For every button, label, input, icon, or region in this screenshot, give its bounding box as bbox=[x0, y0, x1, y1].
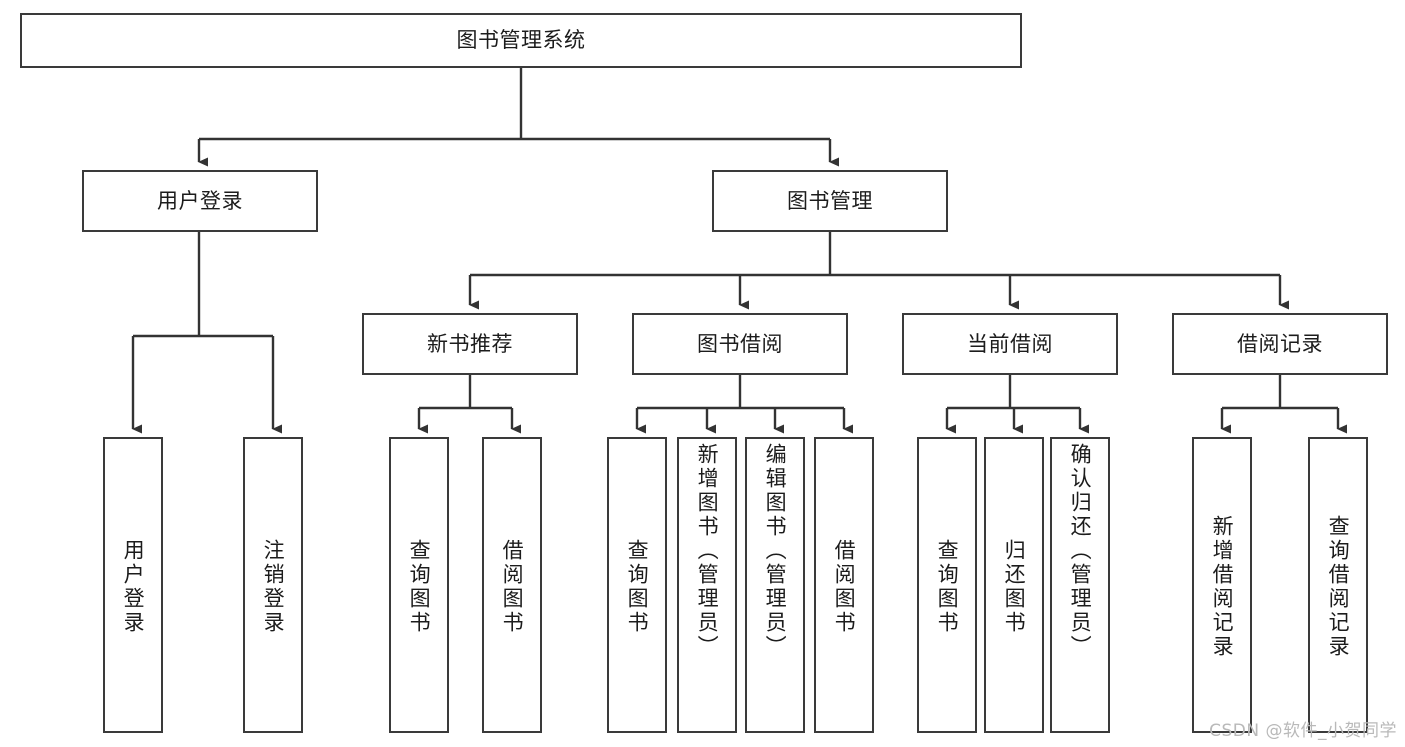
leaf-current-borrow-confirm-label: 确认归还（管理员） bbox=[1068, 443, 1093, 659]
leaf-current-borrow-return[interactable]: 归还图书 bbox=[984, 437, 1044, 733]
leaf-book-borrow-edit-label: 编辑图书（管理员） bbox=[763, 443, 788, 659]
leaf-user-login-login[interactable]: 用户登录 bbox=[103, 437, 163, 733]
leaf-book-borrow-borrow[interactable]: 借阅图书 bbox=[814, 437, 874, 733]
watermark-text: CSDN @软件_小贺同学 bbox=[1209, 721, 1397, 741]
leaf-new-book-borrow[interactable]: 借阅图书 bbox=[482, 437, 542, 733]
leaf-book-borrow-borrow-label: 借阅图书 bbox=[832, 539, 857, 635]
node-borrow-records[interactable]: 借阅记录 bbox=[1172, 313, 1388, 375]
node-new-book-recommend-label: 新书推荐 bbox=[427, 331, 513, 356]
node-root-system-label: 图书管理系统 bbox=[456, 28, 586, 53]
node-user-login-label: 用户登录 bbox=[157, 188, 243, 213]
leaf-records-query[interactable]: 查询借阅记录 bbox=[1308, 437, 1368, 733]
node-current-borrow[interactable]: 当前借阅 bbox=[902, 313, 1118, 375]
leaf-records-query-label: 查询借阅记录 bbox=[1326, 515, 1351, 659]
leaf-new-book-borrow-label: 借阅图书 bbox=[500, 539, 525, 635]
leaf-book-borrow-edit[interactable]: 编辑图书（管理员） bbox=[745, 437, 805, 733]
node-borrow-records-label: 借阅记录 bbox=[1237, 331, 1323, 356]
node-book-borrow[interactable]: 图书借阅 bbox=[632, 313, 848, 375]
node-root-system[interactable]: 图书管理系统 bbox=[20, 13, 1022, 68]
leaf-book-borrow-add-label: 新增图书（管理员） bbox=[695, 443, 720, 659]
leaf-records-add-label: 新增借阅记录 bbox=[1210, 515, 1235, 659]
leaf-user-login-logout-label: 注销登录 bbox=[261, 539, 286, 635]
leaf-new-book-query[interactable]: 查询图书 bbox=[389, 437, 449, 733]
leaf-book-borrow-query[interactable]: 查询图书 bbox=[607, 437, 667, 733]
leaf-current-borrow-query-label: 查询图书 bbox=[935, 539, 960, 635]
leaf-current-borrow-confirm[interactable]: 确认归还（管理员） bbox=[1050, 437, 1110, 733]
leaf-new-book-query-label: 查询图书 bbox=[407, 539, 432, 635]
leaf-user-login-login-label: 用户登录 bbox=[121, 539, 146, 635]
node-book-management-label: 图书管理 bbox=[787, 188, 873, 213]
leaf-book-borrow-add[interactable]: 新增图书（管理员） bbox=[677, 437, 737, 733]
node-current-borrow-label: 当前借阅 bbox=[967, 331, 1053, 356]
leaf-current-borrow-return-label: 归还图书 bbox=[1002, 539, 1027, 635]
node-new-book-recommend[interactable]: 新书推荐 bbox=[362, 313, 578, 375]
node-book-borrow-label: 图书借阅 bbox=[697, 331, 783, 356]
leaf-records-add[interactable]: 新增借阅记录 bbox=[1192, 437, 1252, 733]
leaf-user-login-logout[interactable]: 注销登录 bbox=[243, 437, 303, 733]
leaf-current-borrow-query[interactable]: 查询图书 bbox=[917, 437, 977, 733]
leaf-book-borrow-query-label: 查询图书 bbox=[625, 539, 650, 635]
node-user-login[interactable]: 用户登录 bbox=[82, 170, 318, 232]
node-book-management[interactable]: 图书管理 bbox=[712, 170, 948, 232]
